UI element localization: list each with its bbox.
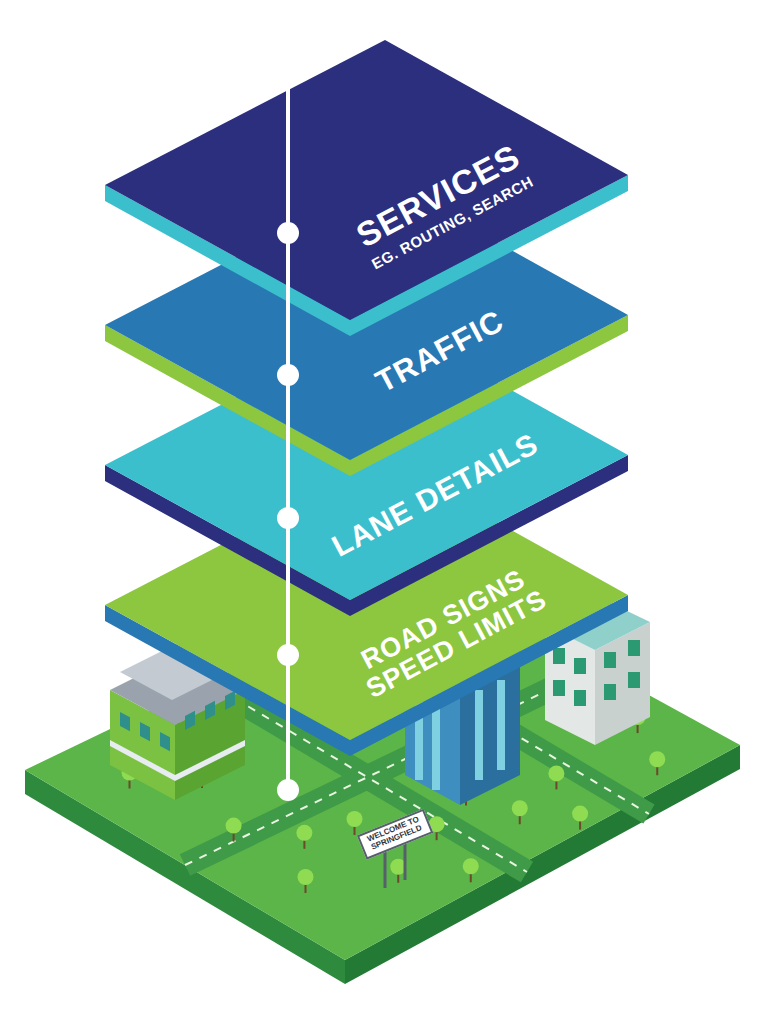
map-layer: SERVICESEG. ROUTING, SEARCH (105, 40, 628, 336)
tree-crown (512, 800, 528, 816)
tree-crown (347, 811, 363, 827)
tree-crown (226, 818, 242, 834)
tree-crown (572, 806, 588, 822)
tree-crown (463, 858, 479, 874)
layer-slab (105, 40, 628, 336)
slab-top (105, 460, 628, 740)
tree-crown (548, 765, 564, 781)
tree-crown (649, 751, 665, 767)
tree-crown (298, 869, 314, 885)
tree-crown (296, 825, 312, 841)
